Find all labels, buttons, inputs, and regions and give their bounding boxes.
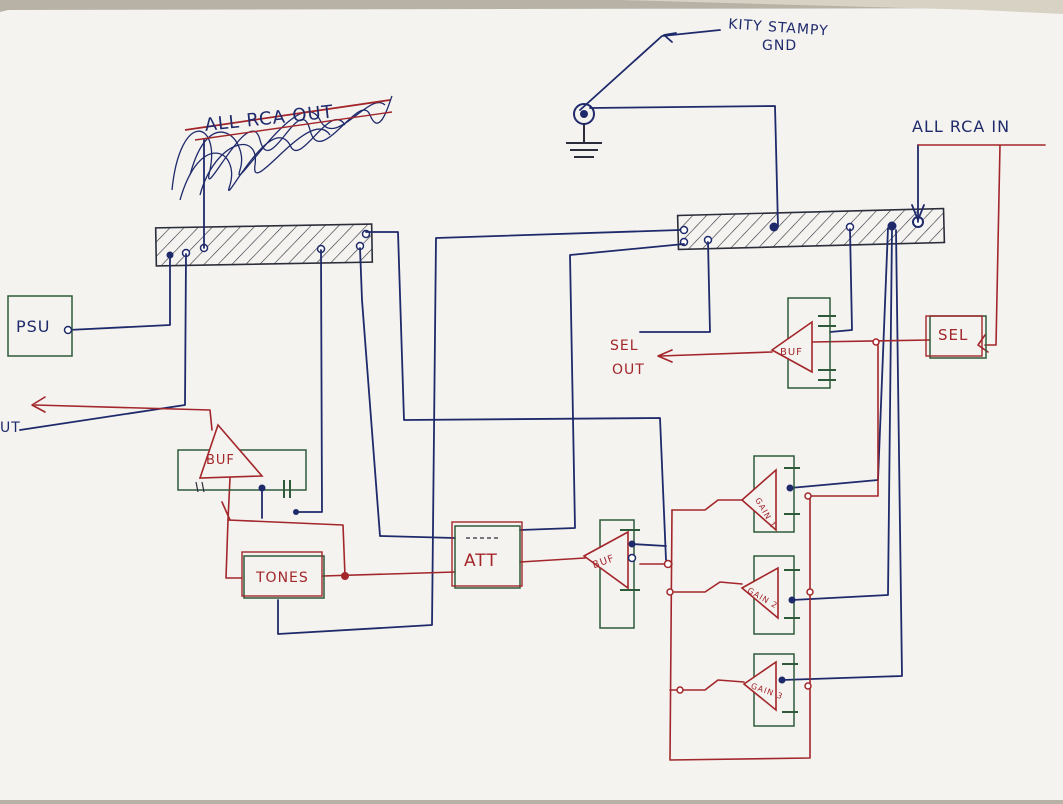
red-boxes: [241, 315, 983, 597]
capacitors: [283, 315, 836, 713]
sel-out-label-2: OUT: [612, 362, 645, 378]
all-rca-in-label: ALL RCA IN: [912, 117, 1010, 136]
buf-sel-label: BUF: [780, 347, 803, 358]
sel-out-label-1: SEL: [610, 338, 639, 354]
paper-shadow-top: [620, 0, 1063, 14]
right-terminal-strip: [676, 207, 946, 251]
amp-triangles: [198, 320, 813, 712]
psu-label: PSU: [16, 317, 51, 336]
paper: [0, 8, 1063, 800]
sel-box-label: SEL: [938, 326, 968, 344]
out-left-label: UT: [0, 420, 21, 436]
buf-left-label: BUF: [206, 453, 235, 468]
crossed-out-scribble: [171, 95, 393, 201]
junction-dots: [63, 325, 880, 694]
ground-label-1: KITY STAMPY: [728, 16, 829, 39]
left-terminal-strip: [154, 223, 374, 267]
green-component-frames: [7, 295, 987, 727]
misc-marks: [195, 481, 500, 539]
ground-label-2: GND: [762, 38, 797, 54]
att-label: ATT: [464, 551, 498, 571]
ground-symbol: [566, 103, 602, 158]
tones-label: TONES: [255, 570, 309, 586]
blue-wires: [19, 29, 925, 681]
